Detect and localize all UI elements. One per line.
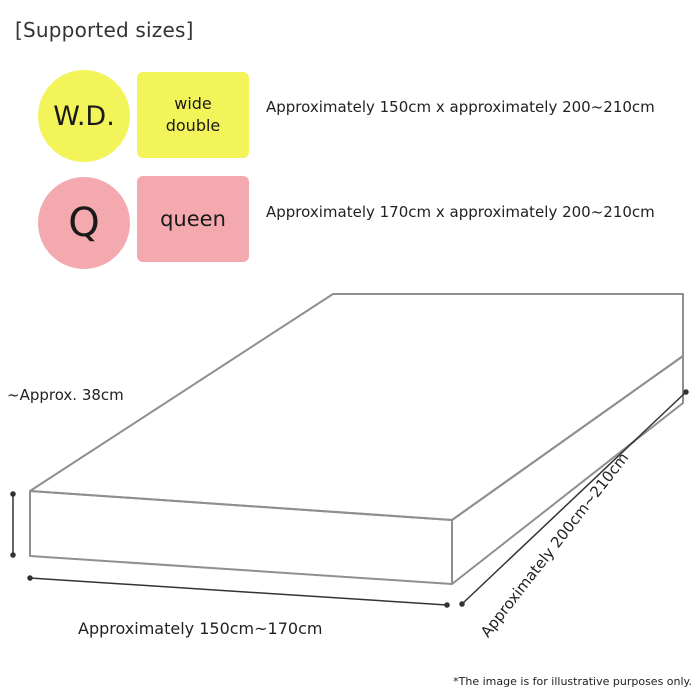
size-dimensions-queen: Approximately 170cm x approximately 200~… <box>266 203 655 221</box>
mattress-front-face <box>29 490 453 585</box>
size-name-tag-queen: queen <box>137 176 249 262</box>
section-heading: [Supported sizes] <box>15 18 194 42</box>
size-name-line1: wide <box>174 94 212 114</box>
size-code-badge-queen: Q <box>38 177 130 269</box>
height-label: ~Approx. 38cm <box>7 386 124 404</box>
width-dimension-line <box>29 577 448 606</box>
mattress-side-face <box>451 355 684 585</box>
mattress-top-face <box>29 293 684 521</box>
size-name-tag-wide-double: wide double <box>137 72 249 158</box>
size-name-line2: double <box>165 116 221 135</box>
illustrative-note: *The image is for illustrative purposes … <box>453 675 692 688</box>
size-code-badge-wide-double: W.D. <box>38 70 130 162</box>
width-label: Approximately 150cm~170cm <box>78 619 323 638</box>
size-dimensions-wide-double: Approximately 150cm x approximately 200~… <box>266 98 655 116</box>
length-dimension-line <box>461 391 687 605</box>
